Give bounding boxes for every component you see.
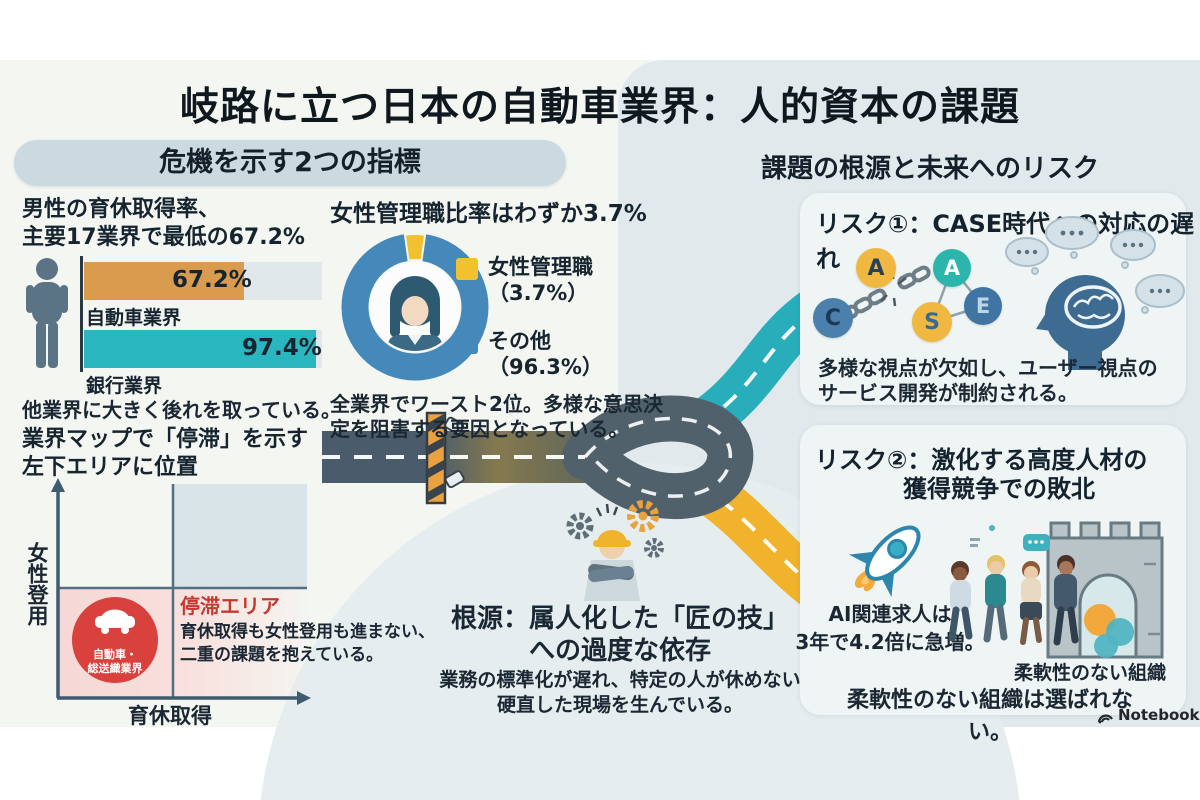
legend-female-line2: （3.7%） bbox=[488, 281, 589, 305]
root-cause-caption-line1: 業務の標準化が遅れ、特定の人が休めない bbox=[439, 669, 801, 691]
donut-heading: 女性管理職比率はわずか3.7% bbox=[330, 201, 647, 227]
castle-caption: 柔軟性のない組織 bbox=[1013, 662, 1166, 684]
male-person-icon bbox=[26, 258, 68, 368]
watermark-label: NotebookLM bbox=[1118, 706, 1200, 724]
bar-bank-industry bbox=[84, 330, 316, 368]
paternity-caption: 他業界に大きく後れを取っている。 bbox=[22, 398, 341, 422]
bar-bank-label: 銀行業界 bbox=[86, 375, 163, 397]
bubble-label-line1: 自動車・ bbox=[93, 648, 137, 661]
bar-track-bank: 97.4% bbox=[84, 330, 322, 368]
bar-axis-line bbox=[80, 256, 83, 372]
left-section-header: 危機を示す2つの指標 bbox=[159, 147, 421, 178]
donut-caption-line1: 全業界でワースト2位。多様な意思決 bbox=[330, 392, 663, 416]
legend-swatch-other bbox=[456, 332, 478, 354]
map-y-axis-label: 女性登用 bbox=[25, 542, 49, 626]
map-caption-line1: 育休取得も女性登用も進まない、 bbox=[180, 622, 435, 642]
case-node-a1: A bbox=[856, 248, 896, 288]
legend-other-line2: （96.3%） bbox=[488, 355, 603, 379]
bubble-label-line2: 総送織業界 bbox=[87, 662, 143, 675]
donut-caption-line2: 定を阻害する要因となっている。 bbox=[330, 417, 629, 441]
root-cause-heading-line2: への過度な依存 bbox=[528, 636, 711, 666]
map-heading-line2: 左下エリアに位置 bbox=[22, 455, 199, 480]
female-avatar-icon bbox=[388, 276, 442, 351]
bar-bank-value: 97.4% bbox=[242, 335, 322, 361]
legend-swatch-female bbox=[456, 258, 478, 280]
quadrant-chart bbox=[51, 478, 311, 705]
left-section-header-pill: 危機を示す2つの指標 bbox=[14, 140, 566, 186]
case-node-e: E bbox=[964, 287, 1002, 325]
female-manager-donut-chart bbox=[341, 232, 489, 381]
craftsman-worker-icon bbox=[566, 500, 664, 601]
talent-castle-illustration bbox=[948, 521, 1164, 659]
map-caption-line2: 二重の課題を抱えている。 bbox=[180, 645, 384, 665]
risk2-title-line2: 獲得競争での敗北 bbox=[903, 475, 1095, 503]
auto-industry-bubble bbox=[72, 597, 158, 683]
risk2-title-line1: リスク②：激化する高度人材の bbox=[815, 446, 1148, 474]
risk2-bottom-caption: 柔軟性のない組織は選ばれない。 bbox=[846, 688, 1133, 745]
road-barrier-icon bbox=[425, 411, 465, 505]
case-node-s: S bbox=[912, 302, 952, 342]
paternity-heading-line2: 主要17業界で最低の67.2% bbox=[22, 225, 305, 250]
bar-track-auto: 67.2% bbox=[84, 262, 322, 300]
map-x-axis-label: 育休取得 bbox=[128, 704, 212, 728]
rocket-caption-line1: AI関連求人は bbox=[828, 602, 952, 626]
bar-auto-value: 67.2% bbox=[172, 267, 252, 293]
bar-auto-label: 自動車業界 bbox=[86, 307, 182, 329]
rocket-icon bbox=[848, 525, 921, 598]
legend-other-line1: その他 bbox=[488, 329, 551, 353]
risk1-caption-line1: 多様な視点が欠如し、ユーザー視点の bbox=[818, 356, 1158, 380]
people-group bbox=[948, 525, 1079, 646]
case-node-c: C bbox=[813, 298, 853, 338]
notebooklm-logo-icon bbox=[1097, 714, 1113, 724]
root-cause-heading-line1: 根源：属人化した「匠の技」 bbox=[450, 604, 789, 634]
risk1-caption-line2: サービス開発が制約される。 bbox=[818, 381, 1078, 405]
case-node-a2: A bbox=[933, 249, 971, 287]
map-heading-line1: 業界マップで「停滞」を示す bbox=[22, 427, 309, 452]
paternity-heading-line1: 男性の育休取得率、 bbox=[22, 197, 221, 222]
legend-female-line1: 女性管理職 bbox=[488, 255, 593, 279]
bar-auto-industry bbox=[84, 262, 244, 300]
root-cause-caption-line2: 硬直した現場を生んでいる。 bbox=[496, 694, 744, 716]
brain-thoughts-icon bbox=[1005, 216, 1185, 370]
right-section-header: 課題の根源と未来へのリスク bbox=[760, 154, 1099, 184]
donut-yellow-slice bbox=[403, 232, 427, 262]
page-title: 岐路に立つ日本の自動車業界：人的資本の課題 bbox=[179, 85, 1020, 130]
stagnation-area-label: 停滞エリア bbox=[180, 594, 280, 618]
